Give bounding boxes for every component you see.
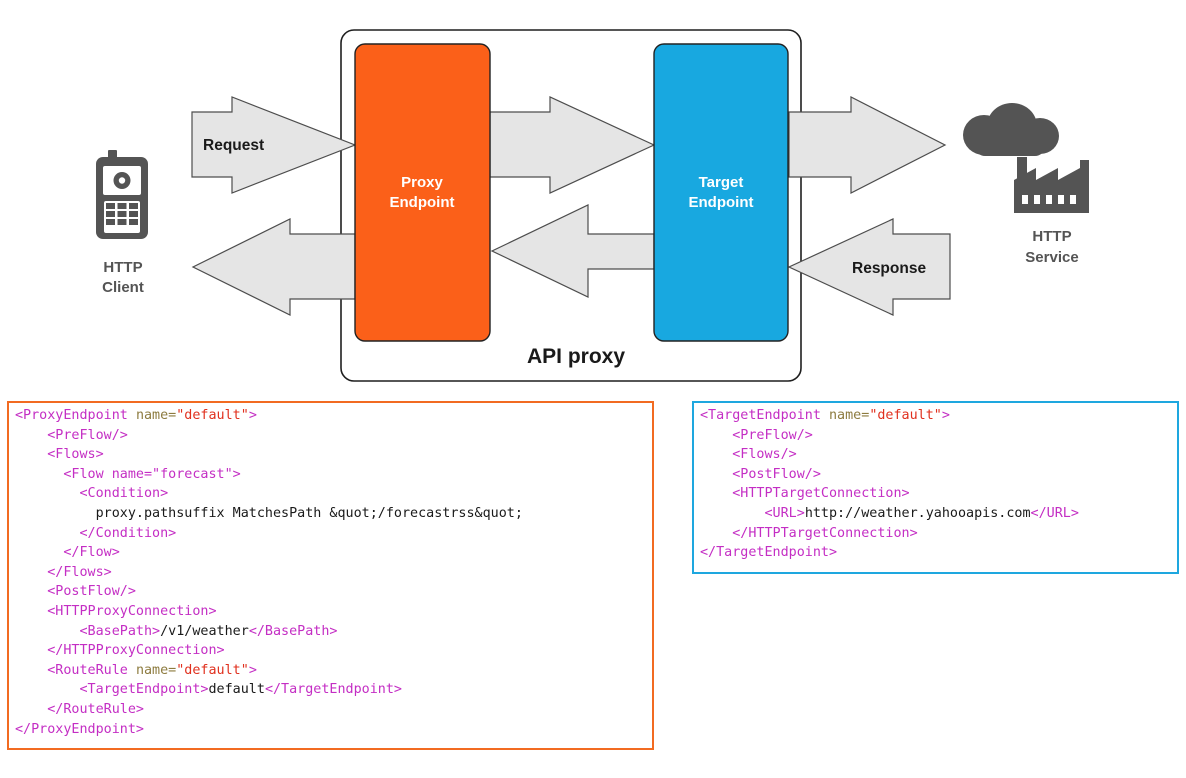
code-token: name= xyxy=(135,662,177,678)
code-line: </TargetEndpoint> xyxy=(700,543,1177,563)
code-line: <PreFlow/> xyxy=(700,426,1177,446)
code-token: <URL> xyxy=(764,505,805,521)
target-endpoint-block xyxy=(653,43,789,342)
code-token: <Flows> xyxy=(47,447,104,463)
code-token: <PreFlow/> xyxy=(47,427,128,443)
request-arrow xyxy=(191,96,357,194)
code-token: <TargetEndpoint> xyxy=(79,682,209,698)
code-token: "default" xyxy=(176,408,249,423)
code-token: > xyxy=(941,408,950,423)
target-endpoint-label-line1: Target xyxy=(699,174,744,191)
proxy-endpoint-label-line1: Proxy xyxy=(401,174,443,191)
code-line: </Flow> xyxy=(15,543,652,563)
code-line: <PreFlow/> xyxy=(15,426,652,446)
code-line: <Condition> xyxy=(15,484,652,504)
proxy-endpoint-code: <ProxyEndpoint name="default"> <PreFlow/… xyxy=(7,401,654,750)
code-line: <TargetEndpoint name="default"> xyxy=(700,406,1177,426)
code-token: <Flow name="forecast"> xyxy=(63,466,241,482)
code-line: </ProxyEndpoint> xyxy=(15,720,652,740)
code-token: </HTTPTargetConnection> xyxy=(732,525,918,541)
target-to-service-arrow xyxy=(788,96,947,194)
code-token: default xyxy=(208,682,265,698)
code-line: proxy.pathsuffix MatchesPath &quot;/fore… xyxy=(15,504,652,524)
code-line: <BasePath>/v1/weather</BasePath> xyxy=(15,622,652,642)
code-token: </URL> xyxy=(1030,505,1079,521)
code-line: </Flows> xyxy=(15,563,652,583)
proxy-to-client-arrow xyxy=(191,218,356,316)
code-line: <RouteRule name="default"> xyxy=(15,661,652,681)
code-token: <Condition> xyxy=(79,486,169,502)
code-line: <Flows> xyxy=(15,445,652,465)
code-token: <BasePath> xyxy=(79,623,161,639)
code-token: > xyxy=(248,408,257,423)
factory-icon xyxy=(1014,157,1089,213)
cloud-icon xyxy=(963,103,1059,156)
code-line: <Flow name="forecast"> xyxy=(15,465,652,485)
http-service-label-line2: Service xyxy=(1025,249,1078,266)
code-token: <PostFlow/> xyxy=(732,466,821,482)
proxy-endpoint-label-line2: Endpoint xyxy=(390,194,455,211)
proxy-endpoint-block xyxy=(354,43,491,342)
code-token: </BasePath> xyxy=(248,623,338,639)
code-token: name= xyxy=(829,408,870,423)
code-token: proxy.pathsuffix MatchesPath &quot;/fore… xyxy=(95,505,523,521)
code-line: </RouteRule> xyxy=(15,700,652,720)
code-line: </HTTPTargetConnection> xyxy=(700,524,1177,544)
code-token: "default" xyxy=(869,408,942,423)
http-service-label-line1: HTTP xyxy=(1032,228,1071,245)
code-line: <HTTPProxyConnection> xyxy=(15,602,652,622)
code-token: </TargetEndpoint> xyxy=(700,545,838,561)
code-token: </Condition> xyxy=(79,525,177,541)
api-proxy-diagram: Proxy Endpoint Target Endpoint Request R… xyxy=(96,29,1089,382)
api-proxy-label: API proxy xyxy=(527,345,625,368)
code-token: </ProxyEndpoint> xyxy=(15,721,144,737)
http-client-label-line1: HTTP xyxy=(103,259,142,276)
code-line: <HTTPTargetConnection> xyxy=(700,484,1177,504)
mobile-phone-icon xyxy=(96,150,148,239)
code-token: "default" xyxy=(176,662,249,678)
proxy-to-target-arrow xyxy=(489,96,656,194)
code-line: </Condition> xyxy=(15,524,652,544)
code-token: name= xyxy=(135,408,177,423)
code-token: <PostFlow/> xyxy=(47,584,136,600)
code-token: > xyxy=(248,662,257,678)
request-label: Request xyxy=(203,137,264,154)
code-token: <RouteRule xyxy=(47,662,136,678)
target-to-proxy-arrow xyxy=(490,204,655,298)
code-token: </Flows> xyxy=(47,564,112,580)
code-token: http://weather.yahooapis.com xyxy=(804,505,1031,521)
code-line: <PostFlow/> xyxy=(15,582,652,602)
code-token: <ProxyEndpoint xyxy=(15,408,136,423)
code-token: <Flows/> xyxy=(732,447,797,463)
code-line: <ProxyEndpoint name="default"> xyxy=(15,406,652,426)
response-arrow xyxy=(787,218,951,316)
code-line: </HTTPProxyConnection> xyxy=(15,641,652,661)
code-token: </RouteRule> xyxy=(47,701,144,717)
target-endpoint-label-line2: Endpoint xyxy=(689,194,754,211)
code-token: </HTTPProxyConnection> xyxy=(47,643,225,659)
code-token: /v1/weather xyxy=(160,623,249,639)
code-token: <HTTPProxyConnection> xyxy=(47,603,217,619)
code-token: </Flow> xyxy=(63,545,120,561)
code-line: <Flows/> xyxy=(700,445,1177,465)
code-token: <PreFlow/> xyxy=(732,427,813,443)
code-line: <PostFlow/> xyxy=(700,465,1177,485)
code-token: </TargetEndpoint> xyxy=(264,682,402,698)
target-endpoint-code: <TargetEndpoint name="default"> <PreFlow… xyxy=(692,401,1179,574)
code-line: <URL>http://weather.yahooapis.com</URL> xyxy=(700,504,1177,524)
http-client-label-line2: Client xyxy=(102,279,144,296)
code-line: <TargetEndpoint>default</TargetEndpoint> xyxy=(15,680,652,700)
code-token: <HTTPTargetConnection> xyxy=(732,486,910,502)
code-token: <TargetEndpoint xyxy=(700,408,829,423)
response-label: Response xyxy=(852,260,926,277)
